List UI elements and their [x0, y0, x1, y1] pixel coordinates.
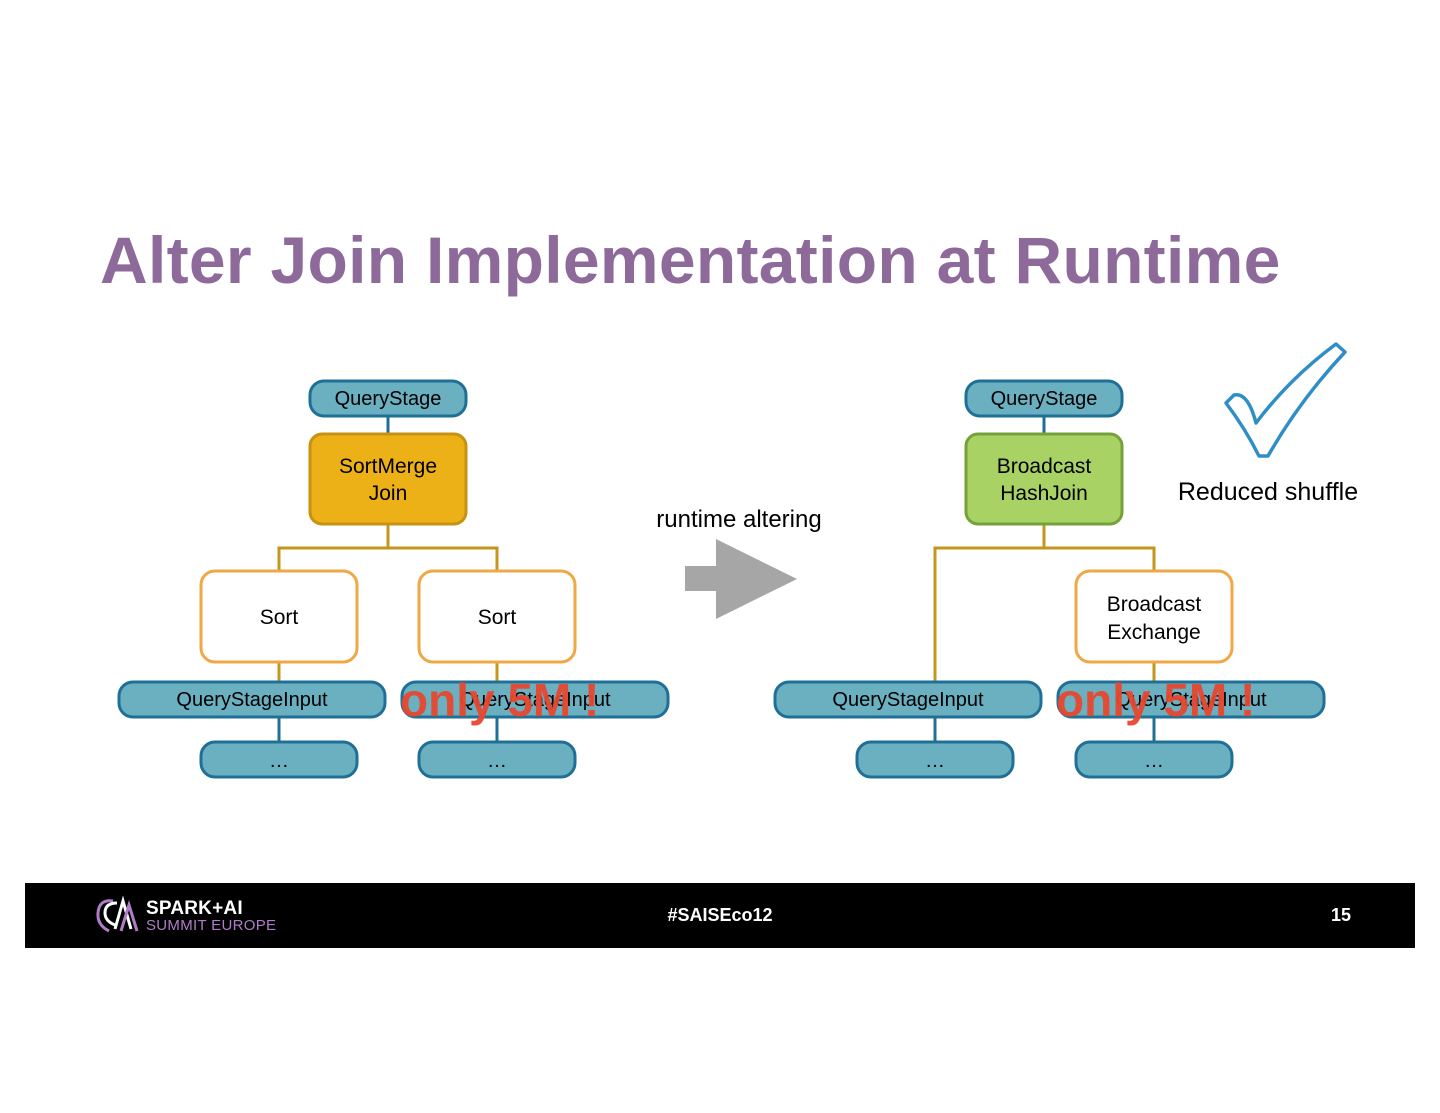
slide-title: Alter Join Implementation at Runtime: [100, 223, 1281, 297]
transition-arrow-icon: [685, 539, 797, 619]
left-query-stage-input-right-label: QueryStageInput: [459, 689, 611, 711]
result: Reduced shuffle: [1178, 342, 1358, 506]
right-ellipsis-node-left-label: …: [925, 750, 945, 772]
logo-text-line2: SUMMIT EUROPE: [146, 917, 277, 934]
transition-label: runtime altering: [656, 506, 821, 533]
left-ellipsis-node-right: [417, 740, 577, 779]
right-size-callout: only 5M !: [1056, 674, 1255, 726]
left-query-stage-input-left-label: QueryStageInput: [176, 689, 328, 711]
broadcast-hashjoin-label-line1: Broadcast: [997, 455, 1092, 478]
left-size-callout: only 5M !: [400, 674, 599, 726]
left-ellipsis-node-right-label: …: [487, 750, 507, 772]
sort-node-left: [199, 569, 359, 664]
checkmark-icon: [1224, 342, 1347, 458]
spark-ai-logo-icon: [96, 895, 139, 933]
left-query-stage-label: QueryStage: [335, 388, 442, 410]
logo-text-line1: SPARK+AI: [146, 898, 243, 919]
broadcast-exchange-node: [1074, 569, 1234, 664]
left-ellipsis-node-left: [199, 740, 359, 779]
left-query-stage-node: [308, 379, 468, 418]
footer-bar: SPARK+AI SUMMIT EUROPE #SAISEco12 15: [25, 883, 1415, 948]
right-query-stage-input-left-label: QueryStageInput: [832, 689, 984, 711]
sortmerge-join-label-line1: SortMerge: [339, 455, 437, 478]
right-connector-join-children: [933, 546, 1156, 682]
reduced-shuffle-label: Reduced shuffle: [1178, 478, 1358, 506]
sort-node-right-label: Sort: [478, 606, 517, 629]
left-plan: QueryStage SortMerge Join Sort Sort Quer…: [117, 379, 670, 779]
right-ellipsis-node-right-label: …: [1144, 750, 1164, 772]
transition: runtime altering: [656, 506, 822, 619]
left-ellipsis-node-left-label: …: [269, 750, 289, 772]
right-ellipsis-node-right: [1074, 740, 1234, 779]
sort-node-left-label: Sort: [260, 606, 299, 629]
right-query-stage-input-right: [1056, 680, 1326, 719]
right-query-stage-node: [964, 379, 1124, 418]
right-query-stage-input-right-label: QueryStageInput: [1115, 689, 1267, 711]
right-query-stage-label: QueryStage: [991, 388, 1098, 410]
page-number: 15: [1330, 905, 1351, 925]
right-plan: QueryStage Broadcast HashJoin Broadcast …: [773, 379, 1326, 779]
footer-hashtag: #SAISEco12: [667, 905, 773, 925]
broadcast-hashjoin-node: [964, 432, 1124, 526]
spark-ai-summit-logo: SPARK+AI SUMMIT EUROPE: [93, 895, 293, 937]
right-query-stage-input-left: [773, 680, 1043, 719]
broadcast-hashjoin-label-line2: HashJoin: [1000, 482, 1088, 505]
broadcast-exchange-label-line2: Exchange: [1107, 621, 1200, 644]
left-connector-join-sorts: [277, 546, 499, 571]
sortmerge-join-node: [308, 432, 468, 526]
left-query-stage-input-right: [400, 680, 670, 719]
sort-node-right: [417, 569, 577, 664]
broadcast-exchange-label-line1: Broadcast: [1107, 593, 1202, 616]
left-query-stage-input-left: [117, 680, 387, 719]
right-ellipsis-node-left: [855, 740, 1015, 779]
sortmerge-join-label-line2: Join: [369, 482, 408, 505]
